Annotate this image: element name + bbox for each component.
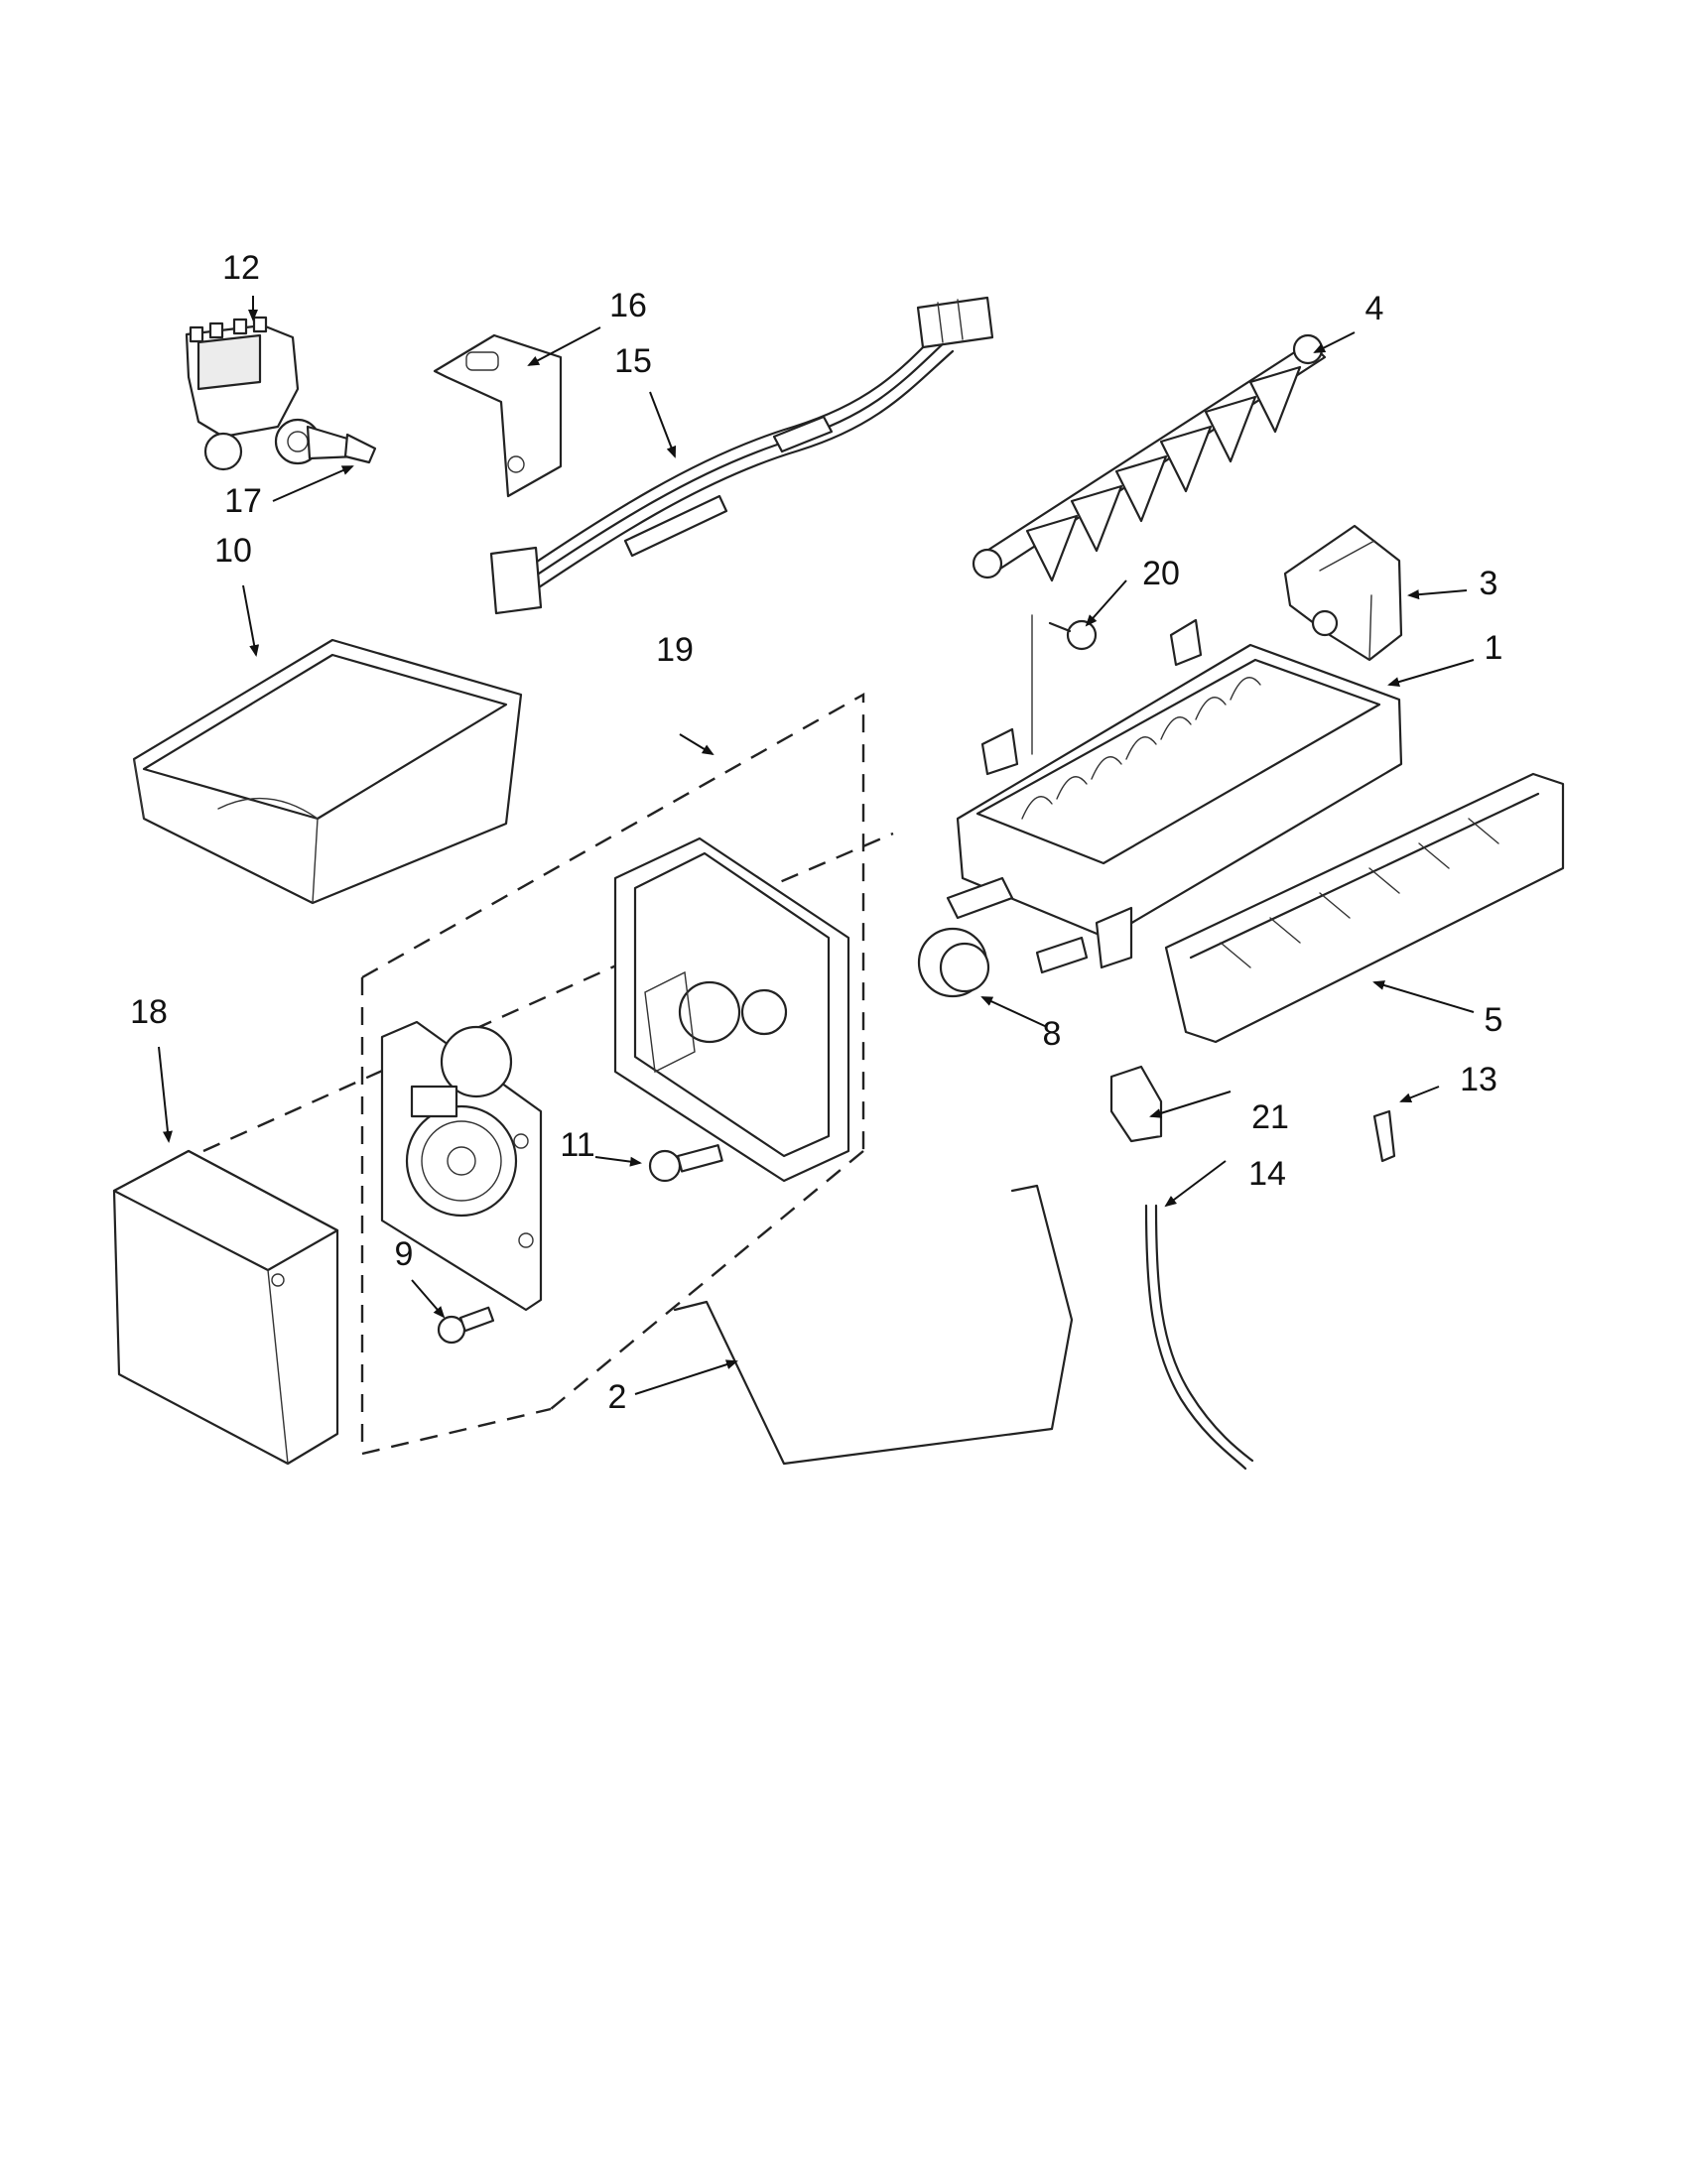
callout-17: 17 (224, 482, 262, 520)
part-19-module-outline (202, 692, 894, 1456)
callout-15: 15 (614, 342, 652, 380)
callout-2: 2 (608, 1378, 627, 1416)
part-12-water-valve (185, 316, 377, 471)
callout-4: 4 (1365, 290, 1384, 327)
part-4-ejector (972, 333, 1327, 582)
callout-5: 5 (1485, 1001, 1503, 1039)
callout-10: 10 (214, 532, 252, 570)
part-1-ice-mold (956, 618, 1403, 969)
callout-21: 21 (1251, 1098, 1289, 1136)
part-3-cover (1283, 524, 1403, 662)
callouts: 1 2 3 4 5 8 9 10 11 12 13 14 15 16 17 18… (130, 249, 1502, 1416)
part-10-ice-bin (132, 638, 523, 905)
callout-20: 20 (1142, 555, 1180, 592)
part-8-thermostat (917, 876, 1089, 998)
callout-14: 14 (1248, 1155, 1286, 1193)
callout-1: 1 (1485, 629, 1503, 667)
leader-lines (158, 296, 1475, 1395)
part-16-bracket (433, 333, 563, 498)
part-21-clip (1109, 1065, 1163, 1143)
part-15-wire-harness (489, 296, 994, 615)
callout-19: 19 (656, 631, 694, 669)
part-20-screw (1031, 614, 1098, 755)
callout-18: 18 (130, 993, 168, 1031)
callout-8: 8 (1043, 1015, 1062, 1053)
part-11-screw (648, 1144, 723, 1183)
part-19-control-housing (613, 836, 850, 1183)
callout-16: 16 (609, 287, 647, 324)
part-9-motor-plate (380, 1020, 543, 1312)
part-14-tube (1144, 1204, 1254, 1471)
callout-3: 3 (1480, 565, 1498, 602)
callout-11: 11 (560, 1126, 594, 1164)
part-9-screw (437, 1306, 495, 1345)
part-5-stripper (1164, 772, 1565, 1044)
callout-12: 12 (222, 249, 260, 287)
part-18-front-cover (112, 1149, 339, 1466)
callout-13: 13 (1460, 1061, 1497, 1098)
part-2-shutoff-arm (673, 1184, 1074, 1466)
part-13-plug (1372, 1109, 1396, 1163)
callout-9: 9 (395, 1235, 414, 1273)
